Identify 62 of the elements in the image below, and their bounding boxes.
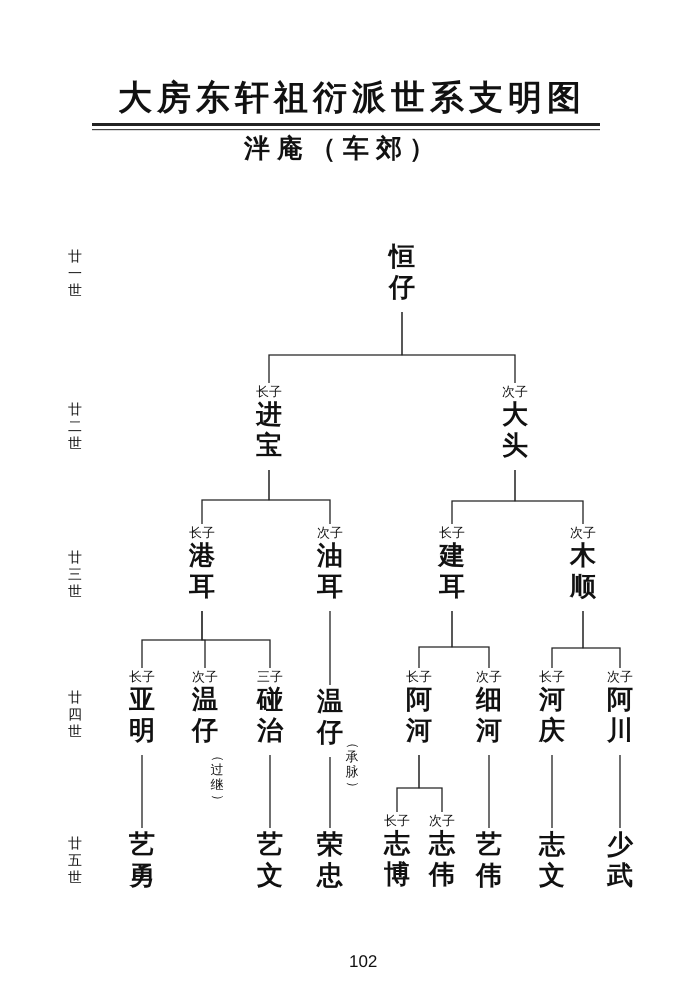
person-name: 温仔 [192, 685, 218, 747]
birth-order-label: 长子 [129, 670, 155, 685]
branch-line [514, 470, 584, 524]
branch-line [488, 755, 490, 828]
birth-order-label: 长子 [539, 670, 565, 685]
birth-order-label: 长子 [384, 814, 410, 829]
person-name: 河庆 [539, 685, 565, 747]
person-name: 木顺 [570, 541, 596, 603]
person-name: 碰治 [257, 685, 283, 747]
branch-line [582, 611, 621, 668]
birth-order-label: 长子 [256, 385, 282, 400]
person-name: 温仔 [317, 687, 343, 749]
branch-line [141, 755, 143, 828]
branch-line [451, 611, 490, 668]
person-name: 进宝 [256, 400, 282, 462]
page-number: 102 [349, 952, 378, 972]
annotation: （过继） [210, 748, 224, 808]
branch-line [268, 470, 331, 524]
page-title: 大房东轩祖衍派世系支明图 [118, 78, 586, 118]
annotation: （承脉） [345, 735, 359, 795]
birth-order-label: 长子 [439, 526, 465, 541]
person-name: 阿河 [406, 685, 432, 747]
branch-line [269, 755, 271, 828]
person-name: 建耳 [439, 541, 465, 603]
branch-line [551, 755, 553, 828]
birth-order-label: 三子 [257, 670, 283, 685]
person-name: 艺文 [257, 830, 283, 892]
branch-line [418, 755, 443, 812]
birth-order-label: 次子 [317, 526, 343, 541]
generation-label: 廿一世 [68, 249, 82, 300]
generation-label: 廿二世 [68, 402, 82, 453]
branch-line [201, 611, 271, 668]
birth-order-label: 次子 [570, 526, 596, 541]
person-name: 油耳 [317, 541, 343, 603]
birth-order-label: 长子 [406, 670, 432, 685]
subtitle: 泮庵（车郊） [244, 134, 442, 164]
birth-order-label: 长子 [189, 526, 215, 541]
person-name: 艺伟 [476, 830, 502, 892]
person-name: 志博 [384, 829, 410, 891]
person-name: 亚明 [129, 685, 155, 747]
birth-order-label: 次子 [429, 814, 455, 829]
generation-label: 廿四世 [68, 690, 82, 741]
birth-order-label: 次子 [476, 670, 502, 685]
birth-order-label: 次子 [607, 670, 633, 685]
branch-line [619, 755, 621, 828]
person-name: 港耳 [189, 541, 215, 603]
person-name: 荣忠 [317, 830, 343, 892]
generation-label: 廿五世 [68, 836, 82, 887]
generation-label: 廿三世 [68, 550, 82, 601]
person-name: 细河 [476, 685, 502, 747]
branch-line [401, 312, 516, 383]
birth-order-label: 次子 [502, 385, 528, 400]
person-name: 大头 [502, 400, 528, 462]
person-name: 阿川 [607, 685, 633, 747]
birth-order-label: 次子 [192, 670, 218, 685]
person-name: 志文 [539, 830, 565, 892]
person-name: 艺勇 [129, 830, 155, 892]
branch-line [329, 611, 331, 685]
person-name: 志伟 [429, 829, 455, 891]
person-name: 恒仔 [389, 242, 415, 304]
branch-line [329, 757, 331, 828]
person-name: 少武 [607, 830, 633, 892]
